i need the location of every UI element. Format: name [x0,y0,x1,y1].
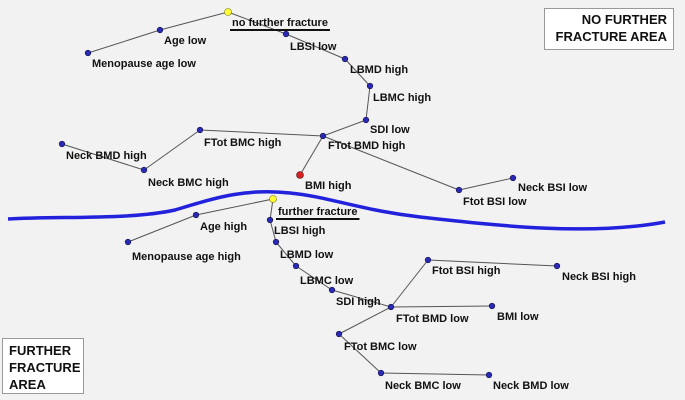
node-sdi-low [362,116,370,124]
edge-ftot-bmd-low-to-ftot-bmc-low [338,306,392,335]
node-label-neck-bmc-high: Neck BMC high [148,177,229,189]
node-ftot-bmc-low [335,330,343,338]
node-ftot-bmd-low [387,303,395,311]
node-lbmc-high [366,82,374,90]
node-label-menopause-age-high: Menopause age high [132,251,241,263]
node-lbsi-high [266,216,274,224]
edges-layer [61,11,558,376]
edge-lbmc-low-to-sdi-high [295,265,333,291]
node-age-high [192,211,200,219]
edge-sdi-high-to-ftot-bmd-low [331,289,392,308]
node-bmi-high [296,171,304,179]
node-ftot-bsi-low [455,186,463,194]
node-ftot-bsi-high [424,256,432,264]
edge-lbsi-high-to-lbmd-low [269,219,277,243]
edge-ftot-bsi-low-to-neck-bsi-low [458,177,514,191]
edge-neck-bmc-high-to-neck-bmd-high [61,143,145,171]
node-neck-bsi-high [553,262,561,270]
node-label-further-fracture: further fracture [278,206,357,218]
node-label-lbsi-high: LBSI high [274,225,326,237]
node-label-ftot-bmd-high: FTot BMD high [328,140,406,152]
no-further-fracture-area-label: NO FURTHER FRACTURE AREA [544,8,674,50]
edge-lbmd-low-to-lbmc-low [275,241,297,267]
edge-lbsi-low-to-lbmd-high [285,33,346,60]
node-further-fracture [269,195,277,203]
edge-ftot-bmd-low-to-ftot-bsi-high [390,259,429,308]
separator-curve [7,189,666,231]
node-lbmd-low [272,238,280,246]
node-lbsi-low [282,30,290,38]
node-no-further-fracture [224,8,232,16]
node-label-menopause-age-low: Menopause age low [92,58,196,70]
node-ftot-bmd-high [319,132,327,140]
node-neck-bmc-high [140,166,148,174]
edge-age-high-to-menopause-age-high [127,214,197,243]
node-label-lbmc-high: LBMC high [373,92,431,104]
edge-neck-bmc-low-to-neck-bmd-low [380,372,490,376]
edge-sdi-low-to-ftot-bmd-high [322,119,367,137]
node-lbmd-high [341,55,349,63]
node-label-ftot-bmc-high: FTot BMC high [204,137,282,149]
node-label-sdi-high: SDI high [336,296,381,308]
node-age-low [156,26,164,34]
further-fracture-area-label: FURTHER FRACTURE AREA [2,338,84,394]
edge-ftot-bmc-low-to-neck-bmc-low [338,333,382,374]
node-ftot-bmc-high [196,126,204,134]
node-label-neck-bsi-low: Neck BSI low [518,182,588,194]
node-neck-bmd-low [485,371,493,379]
edge-further-fracture-to-age-high [195,198,274,216]
node-label-ftot-bmc-low: FTot BMC low [344,341,417,353]
node-label-neck-bmc-low: Neck BMC low [385,380,461,392]
node-label-ftot-bsi-low: Ftot BSI low [463,196,527,208]
node-label-lbsi-low: LBSI low [290,41,337,53]
node-label-age-low: Age low [164,35,207,47]
edge-ftot-bmc-high-to-neck-bmc-high [143,129,201,171]
node-sdi-high [328,286,336,294]
node-bmi-low [488,302,496,310]
node-label-lbmd-low: LBMD low [280,249,334,261]
node-label-neck-bsi-high: Neck BSI high [562,271,636,283]
node-menopause-age-high [124,238,132,246]
edge-ftot-bmd-high-to-ftot-bmc-high [199,129,324,137]
node-label-neck-bmd-low: Neck BMD low [493,380,569,392]
node-label-ftot-bmd-low: FTot BMD low [396,313,469,325]
edge-no-further-fracture-to-age-low [159,11,229,31]
edge-lbmd-high-to-lbmc-high [344,58,371,87]
node-label-neck-bmd-high: Neck BMD high [66,150,147,162]
edge-ftot-bmd-high-to-bmi-high [299,135,324,176]
node-label-sdi-low: SDI low [370,124,410,136]
node-neck-bmd-high [58,140,66,148]
node-neck-bmc-low [377,369,385,377]
node-label-age-high: Age high [200,221,247,233]
edge-ftot-bsi-high-to-neck-bsi-high [427,259,558,267]
nodes-layer [58,8,561,379]
node-lbmc-low [292,262,300,270]
edge-ftot-bmd-low-to-bmi-low [390,305,493,308]
edge-ftot-bmd-high-to-ftot-bsi-low [322,135,460,191]
node-label-lbmd-high: LBMD high [350,64,408,76]
node-label-bmi-high: BMI high [305,180,352,192]
node-label-ftot-bsi-high: Ftot BSI high [432,265,501,277]
edge-age-low-to-menopause-age-low [87,29,161,54]
node-neck-bsi-low [509,174,517,182]
node-label-bmi-low: BMI low [497,311,539,323]
edge-lbmc-high-to-sdi-low [365,85,371,121]
node-menopause-age-low [84,49,92,57]
node-label-no-further-fracture: no further fracture [232,17,328,29]
node-label-lbmc-low: LBMC low [300,275,354,287]
